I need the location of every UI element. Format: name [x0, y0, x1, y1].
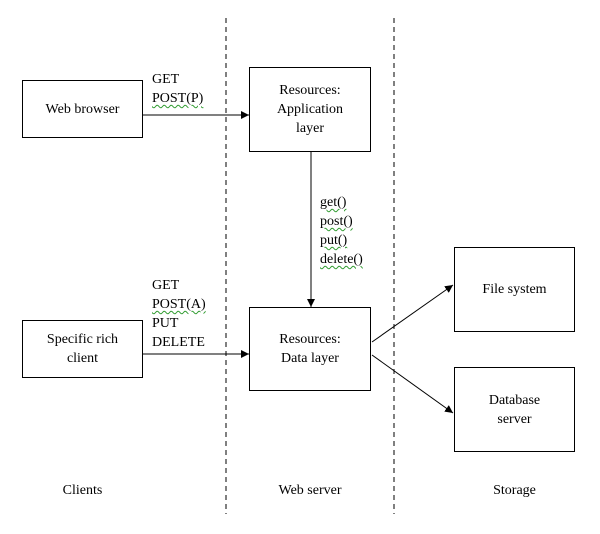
app-put-label: put() — [320, 233, 348, 248]
db-server-box: Database server — [454, 367, 575, 452]
file-system-box: File system — [454, 247, 575, 332]
arrow-data-layer-to-file-system — [371, 284, 454, 343]
client-get-label: GET — [152, 278, 180, 293]
column-label-clients: Clients — [62, 483, 103, 498]
rich-client-box: Specific rich client — [22, 320, 143, 378]
browser-post-label: POST(P) — [152, 91, 204, 106]
column-label-web-server: Web server — [278, 483, 342, 498]
rich-client-label: Specific rich client — [46, 332, 119, 366]
app-post-label: post() — [320, 214, 353, 229]
data-layer-box: Resources: Data layer — [249, 307, 371, 391]
app-get-label: get() — [320, 195, 347, 210]
db-server-label: Database server — [488, 392, 541, 427]
app-layer-box: Resources: Application layer — [249, 67, 371, 152]
web-browser-label: Web browser — [45, 101, 120, 117]
client-delete-label: DELETE — [152, 335, 205, 350]
web-browser-box: Web browser — [22, 80, 143, 138]
client-put-label: PUT — [152, 316, 179, 331]
data-layer-label: Resources: Data layer — [279, 332, 341, 366]
app-delete-label: delete() — [320, 252, 363, 267]
app-layer-label: Resources: Application layer — [276, 83, 344, 136]
browser-get-label: GET — [152, 72, 180, 87]
file-system-label: File system — [482, 282, 547, 297]
column-label-storage: Storage — [493, 483, 536, 498]
client-post-label: POST(A) — [152, 297, 206, 312]
arrow-data-layer-to-db-server — [371, 354, 454, 414]
